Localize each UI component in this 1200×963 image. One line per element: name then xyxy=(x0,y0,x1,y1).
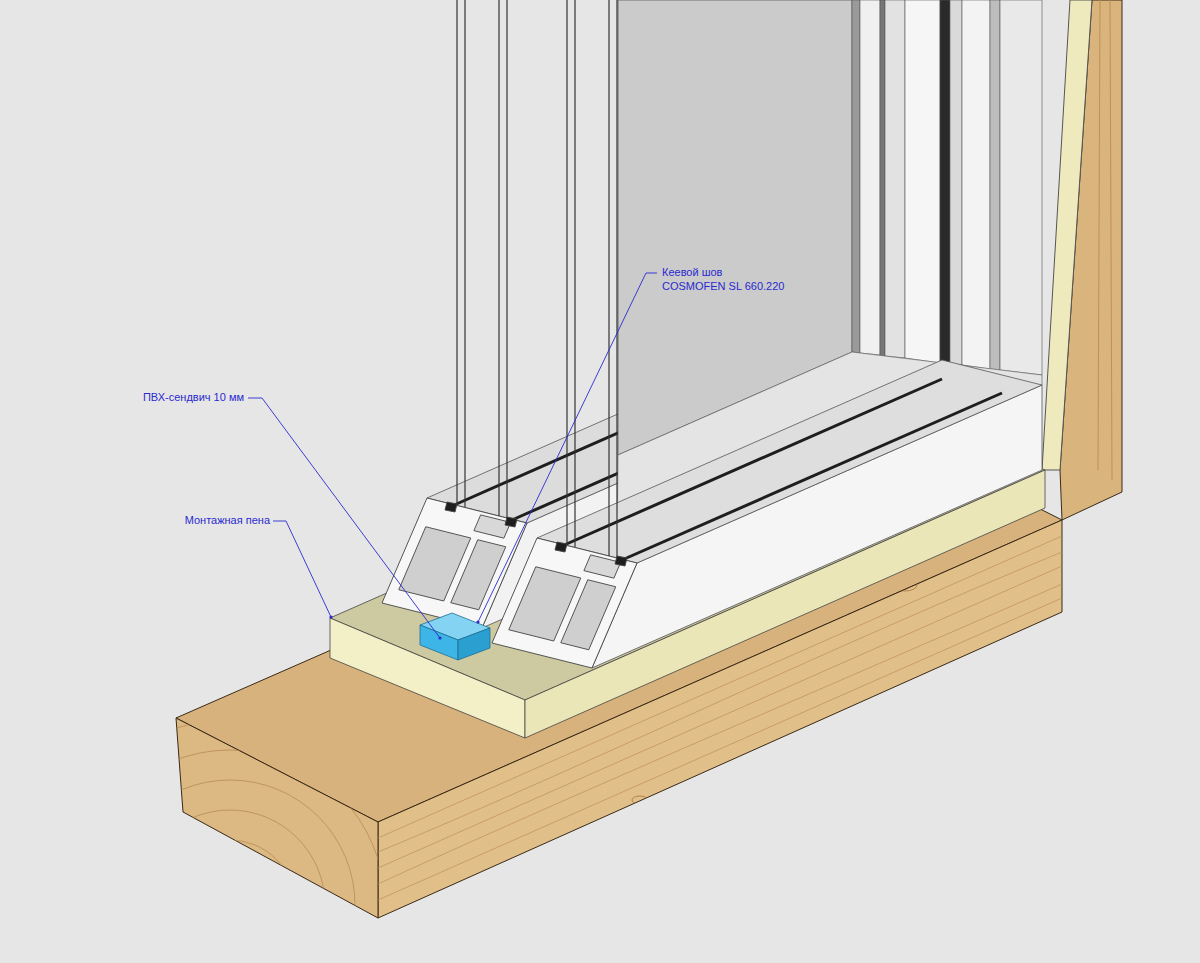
frame-band xyxy=(852,0,860,353)
gasket xyxy=(562,379,942,546)
beam-end xyxy=(176,718,378,918)
callout-label: Кеевой шов xyxy=(662,266,722,279)
leader-line xyxy=(273,521,331,617)
profile-chamber xyxy=(584,555,621,578)
vertical-frame xyxy=(852,0,1042,375)
glass-edge xyxy=(506,0,507,518)
sandwich-front xyxy=(420,625,458,660)
profile-chamber xyxy=(561,580,616,650)
frame-band xyxy=(885,0,905,358)
glass-edge xyxy=(616,0,617,558)
leader-dots xyxy=(329,615,479,639)
profile-cut xyxy=(382,498,527,628)
wood-ring xyxy=(165,840,295,963)
gasket xyxy=(505,517,517,527)
leader-line xyxy=(248,398,440,638)
wood-ring xyxy=(135,810,325,963)
grain-line xyxy=(1098,0,1112,480)
wood-ring xyxy=(45,720,415,963)
frame-gasket xyxy=(940,0,950,364)
callout-label: Монтажная пена xyxy=(185,514,270,527)
glass-edge xyxy=(608,0,609,556)
leader-dot xyxy=(476,620,479,623)
frame-band xyxy=(990,0,1000,370)
wood-ring xyxy=(105,780,355,963)
frame-band xyxy=(1000,0,1042,375)
frame-band xyxy=(860,0,880,355)
glass-edge xyxy=(456,0,457,505)
wood-ring xyxy=(195,870,265,940)
wood-rings xyxy=(45,720,415,963)
glass-unit xyxy=(567,0,617,558)
frame-band xyxy=(962,0,990,369)
wood-knot xyxy=(632,796,648,804)
wood-ring xyxy=(75,750,385,963)
pvc-sandwich xyxy=(420,613,490,660)
profile-chamber xyxy=(474,515,511,538)
frame-band xyxy=(950,0,962,365)
glass-edge xyxy=(464,0,465,507)
glass-edge xyxy=(574,0,575,547)
glass-edge xyxy=(498,0,499,516)
wood-knot xyxy=(893,579,917,591)
profile-top xyxy=(537,360,1042,563)
jamb-foam xyxy=(1042,0,1092,470)
profile-cut xyxy=(492,538,637,668)
frame-band xyxy=(880,0,885,356)
leader-dot xyxy=(438,636,441,639)
wood-knot xyxy=(899,582,911,588)
callout-label: COSMOFEN SL 660.220 xyxy=(662,280,784,293)
profile-chamber xyxy=(451,540,506,610)
glass-unit xyxy=(457,0,507,518)
callout-label: ПВХ-сендвич 10 мм xyxy=(143,391,244,404)
leader-lines xyxy=(248,273,657,638)
gasket xyxy=(445,502,457,512)
pvc-profile xyxy=(492,538,637,668)
leader-dot xyxy=(329,615,332,618)
gasket xyxy=(622,393,1002,560)
profile-extrusion xyxy=(537,360,1042,668)
pvc-profile xyxy=(382,498,527,628)
gasket xyxy=(555,542,567,552)
glass-edge xyxy=(566,0,567,545)
wall-jamb xyxy=(1042,0,1122,520)
sandwich-side xyxy=(458,628,490,660)
frame-band xyxy=(905,0,940,363)
leader-line xyxy=(478,273,657,622)
